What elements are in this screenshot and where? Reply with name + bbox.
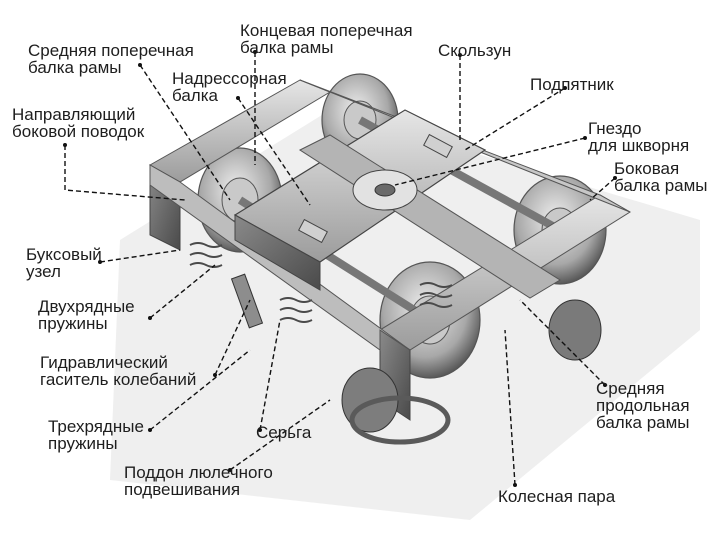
label-triple-row-springs: Трехрядные пружины bbox=[48, 418, 144, 452]
label-side-bearer: Скользун bbox=[438, 42, 511, 59]
axle-box-rear bbox=[549, 300, 601, 360]
kingpin-socket bbox=[375, 184, 395, 196]
label-end-crossbeam: Концевая поперечная балка рамы bbox=[240, 22, 413, 56]
label-hydraulic-damper: Гидравлический гаситель колебаний bbox=[40, 354, 196, 388]
label-center-longitudinal-beam: Средняя продольная балка рамы bbox=[596, 380, 690, 431]
label-cradle-pan: Поддон люлечного подвешивания bbox=[124, 464, 273, 498]
label-bolster: Надрессорная балка bbox=[172, 70, 287, 104]
label-wheelset: Колесная пара bbox=[498, 488, 615, 505]
label-swing-link: Серьга bbox=[256, 424, 311, 441]
label-kingpin-socket: Гнездо для шкворня bbox=[588, 120, 689, 154]
label-middle-crossbeam: Средняя поперечная балка рамы bbox=[28, 42, 194, 76]
label-double-row-springs: Двухрядные пружины bbox=[38, 298, 135, 332]
label-side-frame-beam: Боковая балка рамы bbox=[614, 160, 708, 194]
label-center-plate: Подпятник bbox=[530, 76, 614, 93]
label-guide-link: Направляющий боковой поводок bbox=[12, 106, 144, 140]
label-axle-box: Буксовый узел bbox=[26, 246, 102, 280]
